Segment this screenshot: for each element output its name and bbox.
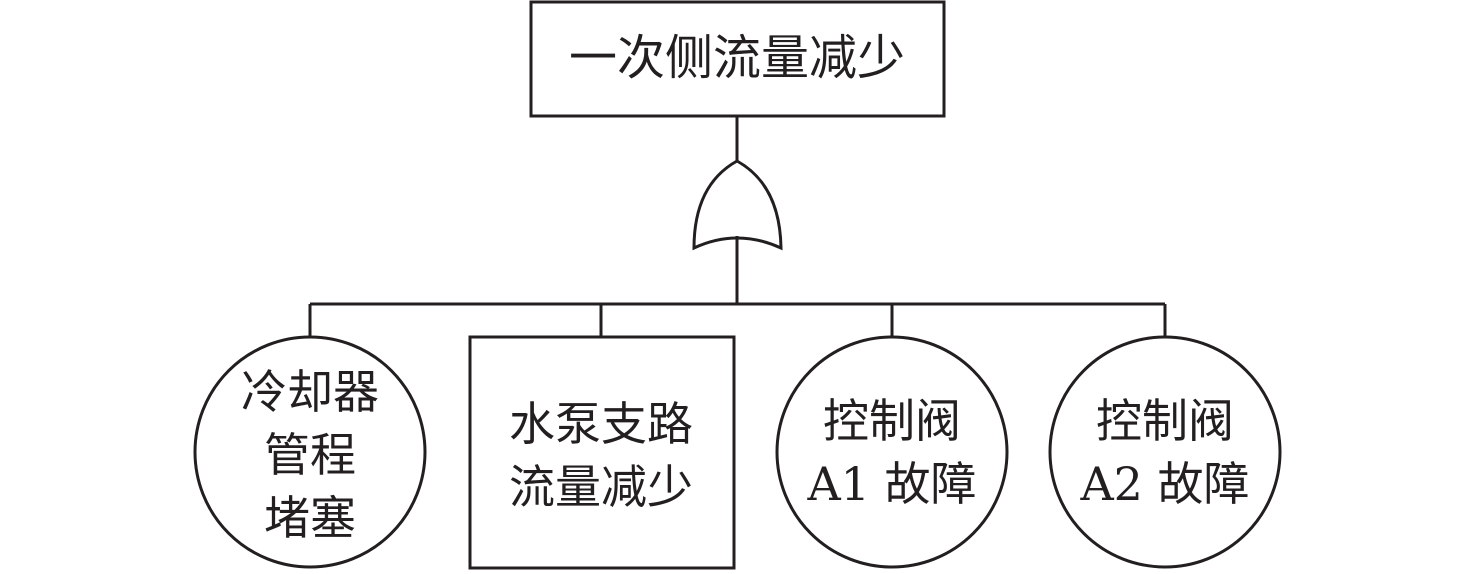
top-event-label: 一次侧流量减少: [569, 30, 905, 86]
top-event-box: [529, 0, 946, 118]
event-label-line: 控制阀: [1096, 394, 1234, 448]
top-event: 一次侧流量减少: [529, 0, 946, 118]
event-label-line: A1 故障: [806, 457, 976, 511]
event-label-line: 控制阀: [823, 394, 961, 448]
intermediate-event-box: [468, 335, 736, 570]
basic-event-valve-a2-fault: 控制阀 A2 故障: [1048, 335, 1282, 569]
basic-event-circle: [775, 335, 1009, 569]
basic-event-cooler-tube-blockage: 冷却器 管程 堵塞: [193, 335, 427, 569]
event-label-line: A2 故障: [1079, 457, 1249, 511]
event-label-line: 水泵支路: [509, 397, 693, 451]
intermediate-event-pump-branch-flow: 水泵支路 流量减少: [468, 335, 736, 570]
event-label-line: 冷却器: [241, 365, 379, 419]
event-label-line: 堵塞: [264, 491, 356, 545]
or-gate-icon: [692, 159, 783, 251]
event-label-line: 管程: [264, 428, 356, 482]
basic-event-circle: [1048, 335, 1282, 569]
basic-event-circle: [193, 335, 427, 569]
event-label-line: 流量减少: [509, 460, 693, 514]
basic-event-valve-a1-fault: 控制阀 A1 故障: [775, 335, 1009, 569]
